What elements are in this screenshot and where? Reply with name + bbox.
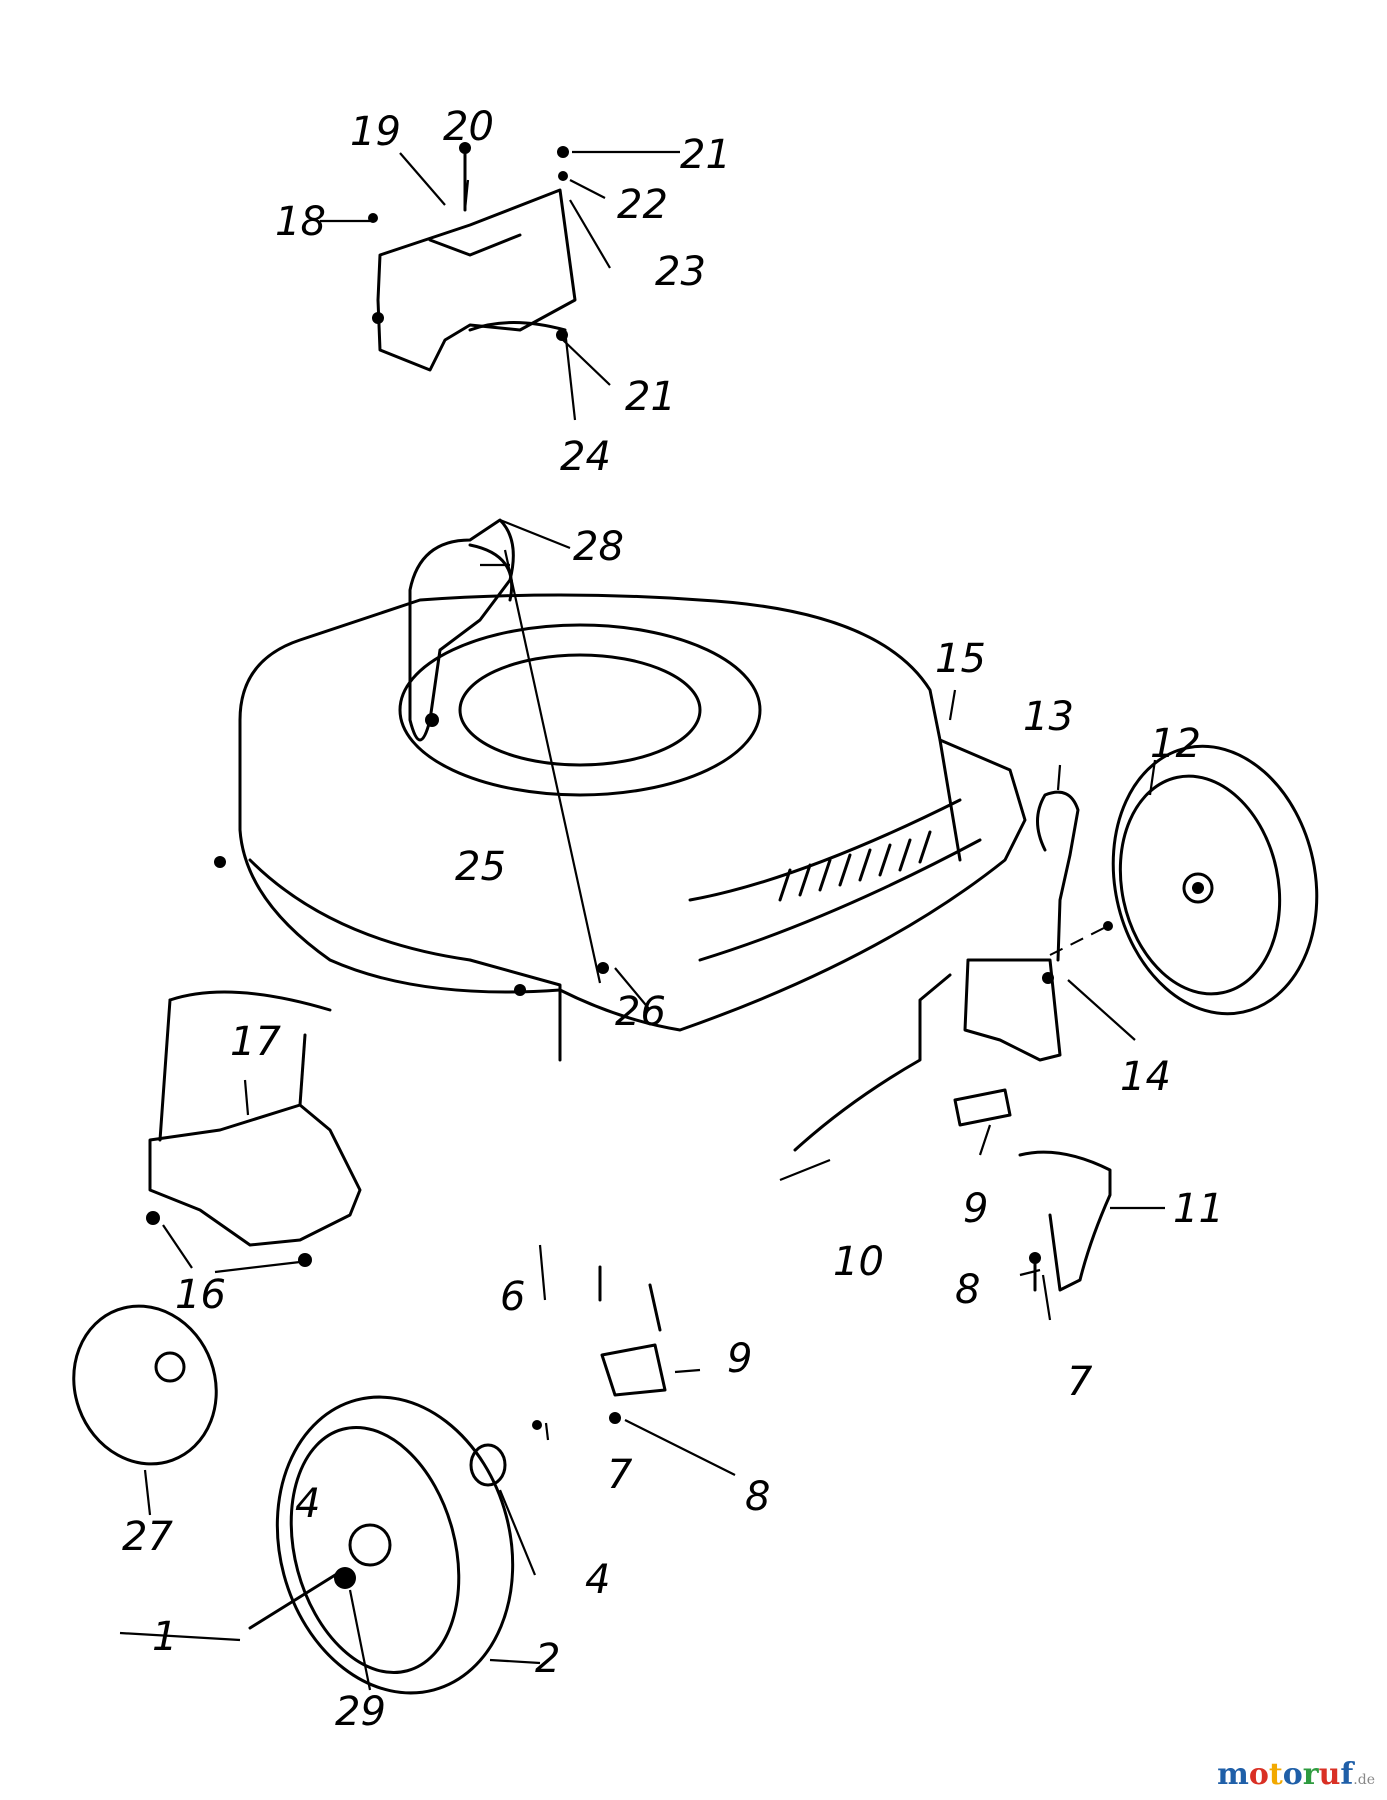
label-17: 17 — [230, 1019, 281, 1065]
catcher-bracket-assembly — [368, 142, 577, 372]
label-7: 7 — [607, 1452, 633, 1498]
label-26: 26 — [615, 989, 666, 1035]
deck-vent-slots — [778, 830, 932, 902]
label-6: 6 — [500, 1274, 525, 1320]
leader-lines — [119, 150, 1165, 1691]
label-9: 9 — [727, 1336, 752, 1382]
label-1: 1 — [152, 1614, 177, 1660]
mower-deck — [214, 593, 1027, 1062]
label-14: 14 — [1120, 1054, 1171, 1100]
label-4: 4 — [585, 1557, 610, 1603]
label-2: 2 — [535, 1636, 560, 1682]
label-28: 28 — [573, 524, 624, 570]
label-19: 19 — [350, 109, 401, 155]
engine-crank-part — [408, 518, 515, 742]
axle-and-brackets — [793, 958, 1112, 1292]
label-21: 21 — [680, 132, 731, 178]
label-4: 4 — [295, 1481, 320, 1527]
label-7: 7 — [1067, 1359, 1093, 1405]
label-25: 25 — [455, 844, 506, 890]
label-15: 15 — [935, 636, 986, 682]
rear-axle-bracket — [532, 1265, 667, 1430]
label-23: 23 — [655, 249, 706, 295]
watermark-logo: motoruf.de — [1217, 1757, 1375, 1792]
label-10: 10 — [833, 1239, 884, 1285]
label-20: 20 — [443, 104, 494, 150]
label-16: 16 — [175, 1272, 226, 1318]
label-24: 24 — [560, 434, 611, 480]
label-11: 11 — [1173, 1186, 1224, 1232]
label-21: 21 — [625, 374, 676, 420]
watermark-text: motoruf — [1217, 1757, 1354, 1792]
hub-cap — [72, 1304, 218, 1466]
label-27: 27 — [122, 1514, 173, 1560]
label-18: 18 — [275, 199, 326, 245]
label-22: 22 — [617, 182, 668, 228]
label-8: 8 — [955, 1267, 980, 1313]
label-13: 13 — [1023, 694, 1074, 740]
rear-wheel — [248, 1395, 515, 1695]
label-12: 12 — [1150, 721, 1201, 767]
height-adjust-lever — [1036, 790, 1113, 984]
label-29: 29 — [335, 1689, 386, 1735]
label-9: 9 — [963, 1186, 988, 1232]
label-8: 8 — [745, 1474, 770, 1520]
front-wheel — [1111, 744, 1319, 1016]
watermark-suffix: .de — [1353, 1772, 1375, 1788]
rear-flap — [146, 990, 362, 1267]
callout-labels: 1 2 4 4 4 6 7 7 8 8 9 9 10 11 12 13 14 1… — [122, 104, 1224, 1735]
